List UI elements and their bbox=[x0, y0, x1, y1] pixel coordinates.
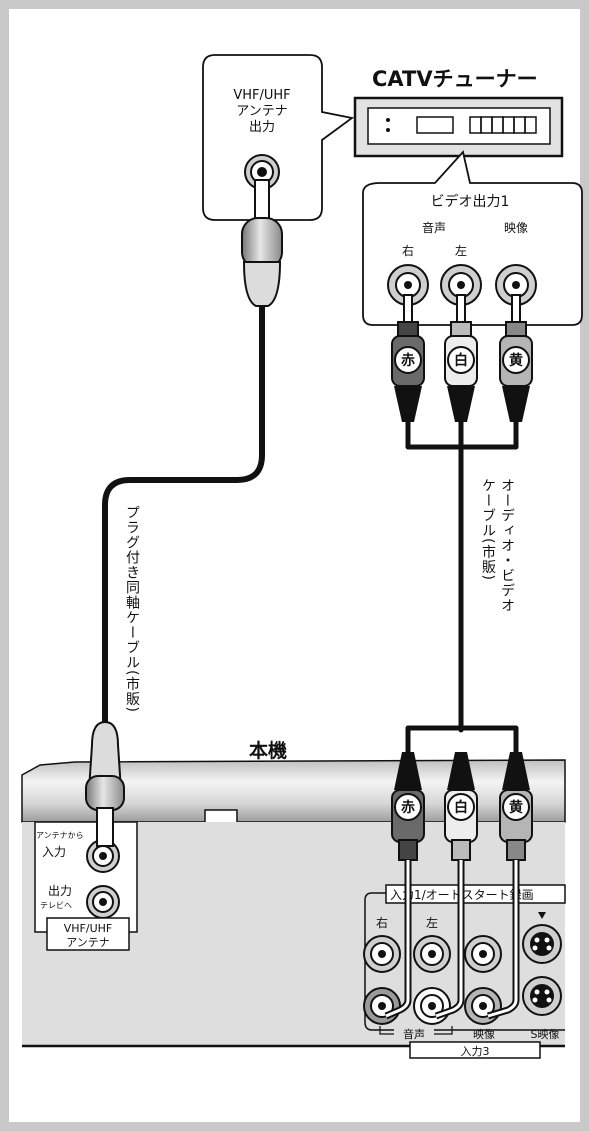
input1-jack-svideo bbox=[522, 912, 562, 964]
plug-label-white-top: 白 bbox=[454, 352, 468, 369]
tuner-rca-jack-left bbox=[440, 264, 482, 306]
tuner-title: CATVチューナー bbox=[372, 67, 538, 91]
input1-jack-video bbox=[464, 935, 502, 973]
antenna-in-label: 入力 bbox=[42, 845, 66, 859]
video-output-callout: ビデオ出力1 音声 映像 右 左 bbox=[362, 150, 583, 326]
tuner-right-label: 右 bbox=[402, 243, 414, 258]
device-title: 本機 bbox=[249, 739, 287, 762]
antenna-block-line2: アンテナ bbox=[66, 936, 110, 949]
device-antenna-out-jack bbox=[86, 885, 120, 919]
device-antenna-in-jack bbox=[86, 839, 120, 873]
antenna-output-callout: VHF/UHF アンテナ 出力 bbox=[202, 54, 355, 221]
device-coax-plug bbox=[85, 720, 125, 847]
antenna-block-line1: VHF/UHF bbox=[64, 922, 112, 935]
svg-text:ケーブル(市販): ケーブル(市販) bbox=[480, 478, 496, 581]
input3-jack-left bbox=[413, 987, 451, 1025]
device-antenna-block: アンテナから 入力 出力 テレビへ VHF/UHF アンテナ bbox=[34, 821, 138, 951]
tuner-video-label: 映像 bbox=[504, 221, 528, 235]
tuner-left-label: 左 bbox=[455, 243, 467, 258]
device-input-block: 入力1/オートスタート録画 右 左 bbox=[363, 884, 566, 1059]
plug-label-yellow-top: 黄 bbox=[509, 352, 523, 369]
antenna-output-line2: アンテナ bbox=[236, 104, 287, 119]
tuner-coax-jack bbox=[244, 154, 280, 190]
device-av-plugs: 赤 白 黄 bbox=[384, 752, 533, 1020]
tuner-audio-label: 音声 bbox=[422, 220, 446, 235]
coax-cable bbox=[102, 179, 283, 728]
tuner-display-segments bbox=[469, 116, 537, 134]
input3-jack-video bbox=[464, 987, 502, 1025]
tuner-av-plugs: 赤 白 黄 bbox=[391, 294, 533, 422]
input3-video-label: 映像 bbox=[473, 1028, 495, 1041]
input3-svideo-label: S映像 bbox=[531, 1028, 560, 1041]
svg-text:オーディオ・ビデオ: オーディオ・ビデオ bbox=[499, 478, 515, 613]
plug-label-red-top: 赤 bbox=[401, 353, 415, 369]
video-output-title: ビデオ出力1 bbox=[431, 193, 510, 210]
input3-label: 入力3 bbox=[461, 1045, 490, 1058]
tuner-rca-jack-right bbox=[387, 264, 429, 306]
antenna-out-small-label: テレビへ bbox=[40, 901, 72, 910]
svg-text:プラグ付き同軸ケーブル(市販): プラグ付き同軸ケーブル(市販) bbox=[124, 505, 140, 713]
input1-jack-right bbox=[363, 935, 401, 973]
coax-cable-label: プラグ付き同軸ケーブル(市販) bbox=[124, 505, 140, 713]
antenna-output-line1: VHF/UHF bbox=[233, 88, 290, 103]
antenna-in-small-label: アンテナから bbox=[36, 831, 84, 840]
input3-audio-label: 音声 bbox=[403, 1027, 425, 1041]
plug-label-yellow-bottom: 黄 bbox=[509, 799, 523, 816]
input3-jack-svideo bbox=[522, 976, 562, 1016]
catv-tuner: CATVチューナー bbox=[353, 67, 564, 158]
input-right-label: 右 bbox=[376, 915, 388, 930]
antenna-output-line3: 出力 bbox=[249, 120, 275, 135]
av-cable-label: オーディオ・ビデオ ケーブル(市販) bbox=[480, 478, 515, 613]
plug-label-white-bottom: 白 bbox=[454, 799, 468, 816]
antenna-out-label: 出力 bbox=[48, 884, 72, 898]
av-cable bbox=[405, 417, 519, 765]
input-left-label: 左 bbox=[426, 915, 438, 930]
input1-jack-left bbox=[413, 935, 451, 973]
plug-label-red-bottom: 赤 bbox=[401, 800, 415, 816]
input3-jack-right bbox=[363, 987, 401, 1025]
